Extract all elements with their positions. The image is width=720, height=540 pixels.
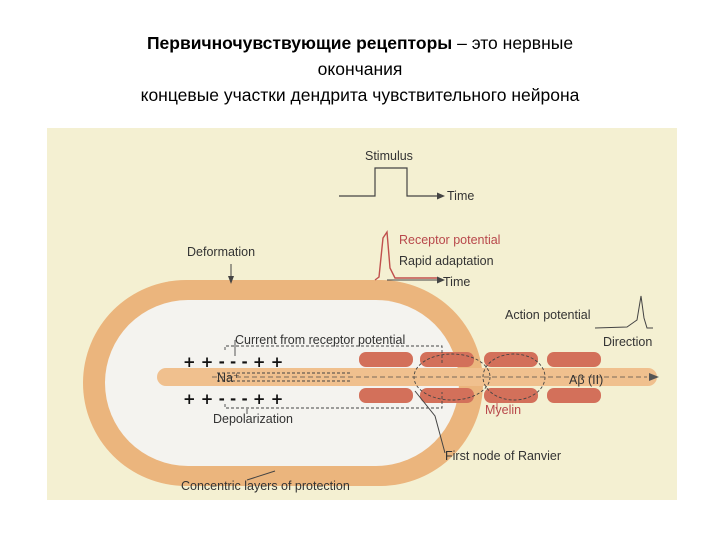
axon-direction-arrowhead (649, 373, 659, 381)
title-line-3: концевые участки дендрита чувствительног… (140, 85, 580, 105)
concentric-layers-label: Concentric layers of protection (181, 479, 350, 493)
time-axis-mid-arrowhead (437, 276, 445, 284)
myelin-segment (420, 352, 474, 367)
deformation-arrowhead (228, 276, 234, 284)
concentric-layers-pointer (246, 470, 276, 481)
node-of-ranvier-label: First node of Ranvier (445, 449, 561, 463)
title-line-1-rest: – это нервные (452, 33, 574, 53)
na-label: Na⁺ (217, 371, 240, 385)
myelin-segment (547, 352, 601, 367)
stimulus-trace (339, 167, 437, 197)
myelin-label: Myelin (485, 403, 521, 417)
receptor-potential-trace (374, 229, 437, 281)
current-loop (482, 353, 546, 401)
stimulus-label: Stimulus (365, 149, 413, 163)
title-line-2: окончания (317, 59, 403, 79)
charge-label-bottom: + + - - - + + (183, 390, 283, 408)
action-potential-trace (594, 295, 653, 329)
receptor-diagram-svg: Stimulus Time Deformation Receptor poten… (83, 149, 659, 493)
title-term: Первичночувствующие рецепторы (146, 33, 453, 53)
myelin-segment (359, 388, 413, 403)
abeta-label: Aβ (II) (569, 373, 603, 387)
myelin-segment (484, 352, 538, 367)
time-label-mid: Time (443, 275, 470, 289)
time-axis-top-arrowhead (437, 192, 445, 200)
myelin-segment (547, 388, 601, 403)
time-label-top: Time (447, 189, 474, 203)
myelin-segment (359, 352, 413, 367)
title-line-1: Первичночувствующие рецепторы – это нерв… (0, 30, 720, 56)
current-label: Current from receptor potential (235, 333, 405, 347)
myelin-segment (484, 388, 538, 403)
current-path-top (224, 345, 443, 363)
action-potential-label: Action potential (505, 308, 590, 322)
depolarization-label: Depolarization (213, 412, 293, 426)
current-path-bottom (224, 392, 443, 409)
receptor-diagram: Stimulus Time Deformation Receptor poten… (47, 128, 677, 500)
current-loop (413, 353, 491, 401)
direction-label: Direction (603, 335, 652, 349)
charge-label-top: + + - - - + + (183, 353, 283, 371)
node-of-ranvier-pointer (414, 390, 446, 454)
myelin-segment (420, 388, 474, 403)
rapid-adaptation-label: Rapid adaptation (399, 254, 494, 268)
slide-title: Первичночувствующие рецепторы – это нерв… (0, 30, 720, 108)
receptor-potential-label: Receptor potential (399, 233, 500, 247)
deformation-label: Deformation (187, 245, 255, 259)
